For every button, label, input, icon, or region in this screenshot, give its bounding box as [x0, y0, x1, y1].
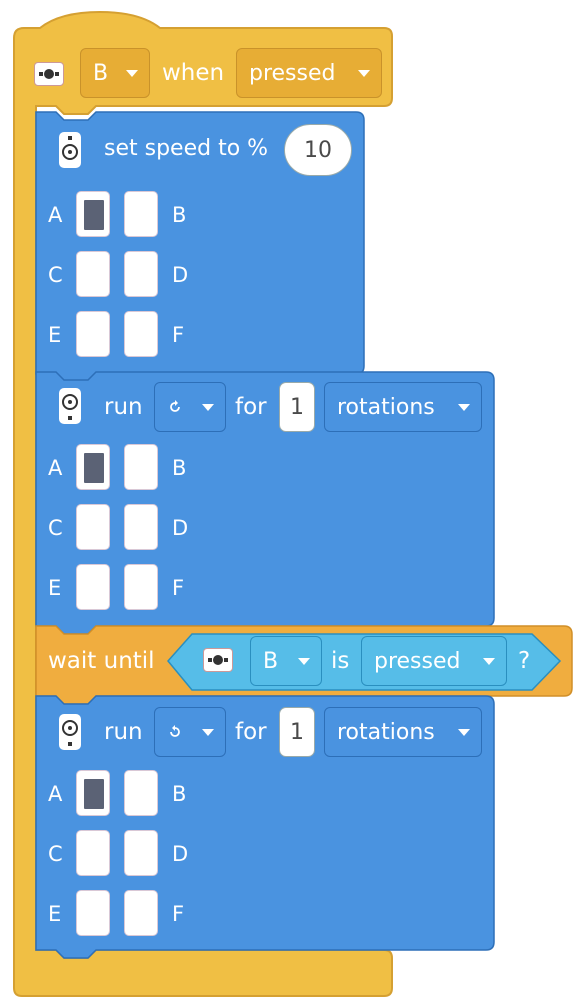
- chevron-down-icon: [358, 69, 370, 77]
- chevron-down-icon: [483, 657, 495, 665]
- chevron-down-icon: [458, 728, 470, 736]
- hat-port-value: B: [93, 60, 109, 86]
- run-label: run: [104, 719, 143, 745]
- chevron-down-icon: [458, 403, 470, 411]
- port-label-d: D: [172, 842, 189, 866]
- port-e-toggle[interactable]: [76, 564, 110, 610]
- port-label-f: F: [172, 902, 185, 926]
- counterclockwise-arrow-icon: [170, 725, 180, 737]
- port-label-b: B: [172, 203, 187, 227]
- motor-glyph-icon: [62, 720, 78, 746]
- chevron-down-icon: [202, 728, 214, 736]
- direction-dropdown[interactable]: [154, 707, 226, 757]
- unit-value: rotations: [337, 394, 435, 420]
- port-f-toggle[interactable]: [124, 564, 158, 610]
- motor-icon: [59, 132, 81, 168]
- port-label-f: F: [172, 576, 185, 600]
- port-b-toggle[interactable]: [124, 444, 158, 490]
- port-f-toggle[interactable]: [124, 890, 158, 936]
- hub-button-icon: [34, 62, 64, 86]
- run-label: run: [104, 394, 143, 420]
- chevron-down-icon: [298, 657, 310, 665]
- wait-port-dropdown[interactable]: B: [250, 636, 322, 686]
- is-label: is: [331, 648, 350, 674]
- port-label-c: C: [48, 842, 63, 866]
- amount-input[interactable]: 1: [279, 382, 315, 432]
- button-glyph-icon: [208, 655, 228, 665]
- port-d-toggle[interactable]: [124, 830, 158, 876]
- motor-icon: [59, 714, 81, 750]
- port-c-toggle[interactable]: [76, 504, 110, 550]
- port-label-c: C: [48, 516, 63, 540]
- unit-value: rotations: [337, 719, 435, 745]
- speed-input[interactable]: 10: [284, 124, 352, 176]
- hat-port-dropdown[interactable]: B: [80, 48, 150, 98]
- unit-dropdown[interactable]: rotations: [324, 382, 482, 432]
- motor-glyph-icon: [62, 394, 78, 420]
- when-label: when: [162, 60, 225, 86]
- port-label-e: E: [48, 902, 62, 926]
- question-mark: ?: [518, 648, 531, 674]
- port-label-a: A: [48, 203, 63, 227]
- port-a-toggle[interactable]: [76, 770, 110, 816]
- hat-event-value: pressed: [249, 60, 336, 86]
- port-label-a: A: [48, 782, 63, 806]
- port-b-toggle[interactable]: [124, 770, 158, 816]
- chevron-down-icon: [126, 69, 138, 77]
- port-label-f: F: [172, 323, 185, 347]
- wait-state-value: pressed: [374, 648, 461, 674]
- motor-icon: [59, 388, 81, 424]
- button-glyph-icon: [39, 69, 59, 79]
- wait-state-dropdown[interactable]: pressed: [361, 636, 507, 686]
- hub-button-icon: [203, 648, 233, 672]
- for-label: for: [235, 394, 267, 420]
- port-b-toggle[interactable]: [124, 191, 158, 237]
- clockwise-arrow-icon: [170, 400, 180, 412]
- port-label-a: A: [48, 456, 63, 480]
- port-label-e: E: [48, 576, 62, 600]
- set-speed-label: set speed to %: [104, 136, 269, 161]
- port-a-toggle[interactable]: [76, 191, 110, 237]
- chevron-down-icon: [202, 403, 214, 411]
- for-label: for: [235, 719, 267, 745]
- amount-input[interactable]: 1: [279, 707, 315, 757]
- port-label-b: B: [172, 456, 187, 480]
- port-label-c: C: [48, 263, 63, 287]
- port-label-e: E: [48, 323, 62, 347]
- port-c-toggle[interactable]: [76, 830, 110, 876]
- port-d-toggle[interactable]: [124, 504, 158, 550]
- motor-glyph-icon: [62, 136, 78, 160]
- unit-dropdown[interactable]: rotations: [324, 707, 482, 757]
- wait-until-label: wait until: [48, 648, 155, 674]
- port-a-toggle[interactable]: [76, 444, 110, 490]
- port-f-toggle[interactable]: [124, 311, 158, 357]
- port-label-d: D: [172, 263, 189, 287]
- wait-port-value: B: [263, 648, 279, 674]
- port-e-toggle[interactable]: [76, 890, 110, 936]
- port-e-toggle[interactable]: [76, 311, 110, 357]
- port-c-toggle[interactable]: [76, 251, 110, 297]
- direction-dropdown[interactable]: [154, 382, 226, 432]
- hat-event-dropdown[interactable]: pressed: [236, 48, 382, 98]
- port-d-toggle[interactable]: [124, 251, 158, 297]
- port-label-d: D: [172, 516, 189, 540]
- port-label-b: B: [172, 782, 187, 806]
